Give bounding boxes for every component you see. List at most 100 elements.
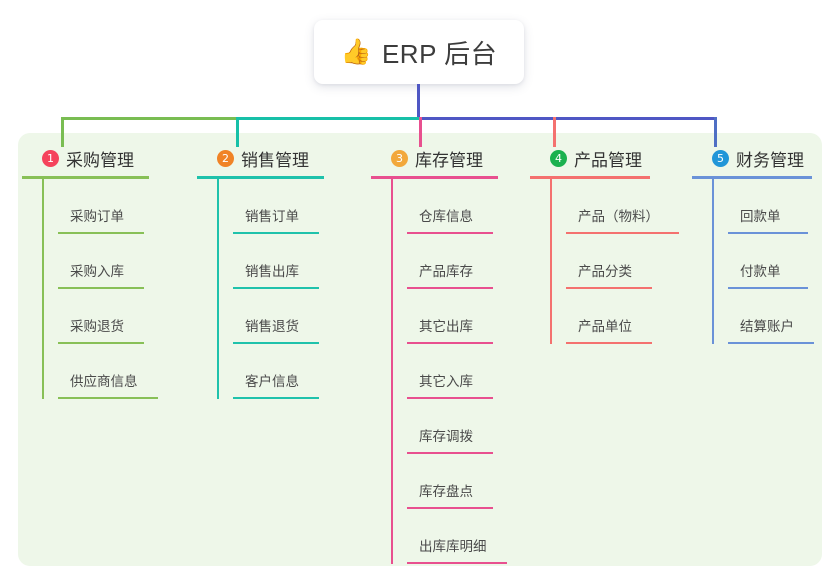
leaf-underline — [728, 232, 808, 234]
leaf-node[interactable]: 销售出库 — [233, 234, 324, 289]
column-product: 4 产品管理产品（物料） 产品分类产品单位 — [530, 145, 679, 344]
column-spine — [550, 179, 552, 344]
leaf-label: 销售出库 — [245, 264, 299, 279]
column-title: 产品管理 — [574, 150, 642, 170]
column-items-finance: 回款单付款单结算账户 — [712, 179, 814, 344]
leaf-underline — [233, 232, 319, 234]
leaf-node[interactable]: 付款单 — [728, 234, 812, 289]
leaf-label: 库存调拨 — [419, 429, 473, 444]
leaf-underline — [233, 397, 319, 399]
leaf-node[interactable]: 其它入库 — [407, 344, 498, 399]
modules-panel — [18, 133, 822, 566]
leaf-node[interactable]: 采购入库 — [58, 234, 149, 289]
leaf-label: 回款单 — [740, 209, 781, 224]
leaf-label: 仓库信息 — [419, 209, 473, 224]
leaf-label: 结算账户 — [740, 319, 794, 334]
leaf-underline — [58, 342, 144, 344]
leaf-node[interactable]: 供应商信息 — [58, 344, 158, 399]
badge-number-icon: 4 — [550, 149, 567, 167]
column-underline — [22, 176, 149, 179]
column-items-purchasing: 采购订单采购入库采购退货供应商信息 — [42, 179, 158, 399]
column-header-finance[interactable]: 5 财务管理 — [692, 145, 812, 171]
column-underline — [371, 176, 498, 179]
leaf-label: 产品分类 — [578, 264, 632, 279]
leaf-underline — [566, 342, 652, 344]
column-spine — [42, 179, 44, 399]
leaf-underline — [407, 397, 493, 399]
column-title: 库存管理 — [415, 150, 483, 170]
leaf-underline — [233, 342, 319, 344]
leaf-underline — [728, 287, 808, 289]
root-node-title: ERP 后台 — [381, 38, 498, 69]
column-finance: 5 财务管理回款单付款单结算账户 — [692, 145, 814, 344]
leaf-label: 出库库明细 — [419, 539, 487, 554]
leaf-node[interactable]: 出库库明细 — [407, 509, 507, 564]
badge-number-icon: 1 — [42, 149, 59, 167]
column-spine — [391, 179, 393, 564]
column-title: 销售管理 — [241, 150, 309, 170]
leaf-label: 库存盘点 — [419, 484, 473, 499]
leaf-underline — [58, 287, 144, 289]
bus-segment-3 — [419, 117, 715, 120]
leaf-label: 产品单位 — [578, 319, 632, 334]
drop-connector-4 — [553, 117, 556, 147]
leaf-underline — [566, 287, 652, 289]
leaf-label: 销售订单 — [245, 209, 299, 224]
leaf-underline — [233, 287, 319, 289]
leaf-underline — [407, 562, 507, 564]
leaf-label: 采购退货 — [70, 319, 124, 334]
leaf-label: 付款单 — [740, 264, 781, 279]
column-title: 财务管理 — [736, 150, 804, 170]
column-underline — [197, 176, 324, 179]
leaf-node[interactable]: 采购退货 — [58, 289, 149, 344]
badge-number-icon: 5 — [712, 149, 729, 167]
root-stem-connector — [417, 84, 420, 120]
column-items-inventory: 仓库信息产品库存其它出库其它入库库存调拨库存盘点出库库明细 — [391, 179, 507, 564]
leaf-underline — [407, 232, 493, 234]
column-header-product[interactable]: 4 产品管理 — [530, 145, 650, 171]
leaf-node[interactable]: 产品（物料） — [566, 179, 679, 234]
column-spine — [712, 179, 714, 344]
column-sales: 2 销售管理销售订单销售出库销售退货客户信息 — [197, 145, 324, 399]
leaf-label: 采购入库 — [70, 264, 124, 279]
leaf-label: 产品（物料） — [578, 209, 659, 224]
leaf-node[interactable]: 采购订单 — [58, 179, 149, 234]
leaf-node[interactable]: 销售订单 — [233, 179, 324, 234]
root-node-erp-backend[interactable]: 👍 ERP 后台 — [314, 20, 524, 84]
bus-segment-1 — [61, 117, 236, 120]
leaf-label: 其它入库 — [419, 374, 473, 389]
leaf-node[interactable]: 仓库信息 — [407, 179, 498, 234]
leaf-node[interactable]: 结算账户 — [728, 289, 814, 344]
leaf-label: 采购订单 — [70, 209, 124, 224]
leaf-label: 产品库存 — [419, 264, 473, 279]
badge-number-icon: 2 — [217, 149, 234, 167]
column-underline — [530, 176, 650, 179]
leaf-node[interactable]: 产品库存 — [407, 234, 498, 289]
leaf-node[interactable]: 其它出库 — [407, 289, 498, 344]
leaf-label: 销售退货 — [245, 319, 299, 334]
leaf-underline — [407, 342, 493, 344]
drop-connector-1 — [61, 117, 64, 147]
leaf-node[interactable]: 产品分类 — [566, 234, 652, 289]
leaf-node[interactable]: 库存调拨 — [407, 399, 498, 454]
leaf-label: 供应商信息 — [70, 374, 138, 389]
leaf-label: 其它出库 — [419, 319, 473, 334]
leaf-underline — [407, 507, 493, 509]
leaf-node[interactable]: 回款单 — [728, 179, 812, 234]
leaf-underline — [58, 397, 158, 399]
leaf-underline — [728, 342, 814, 344]
leaf-node[interactable]: 客户信息 — [233, 344, 324, 399]
leaf-underline — [407, 452, 493, 454]
column-spine — [217, 179, 219, 399]
column-header-sales[interactable]: 2 销售管理 — [197, 145, 324, 171]
drop-connector-5 — [714, 117, 717, 147]
column-items-product: 产品（物料） 产品分类产品单位 — [550, 179, 679, 344]
thumbs-up-icon: 👍 — [340, 37, 372, 66]
leaf-node[interactable]: 销售退货 — [233, 289, 324, 344]
leaf-node[interactable]: 库存盘点 — [407, 454, 498, 509]
leaf-underline — [407, 287, 493, 289]
leaf-node[interactable]: 产品单位 — [566, 289, 652, 344]
